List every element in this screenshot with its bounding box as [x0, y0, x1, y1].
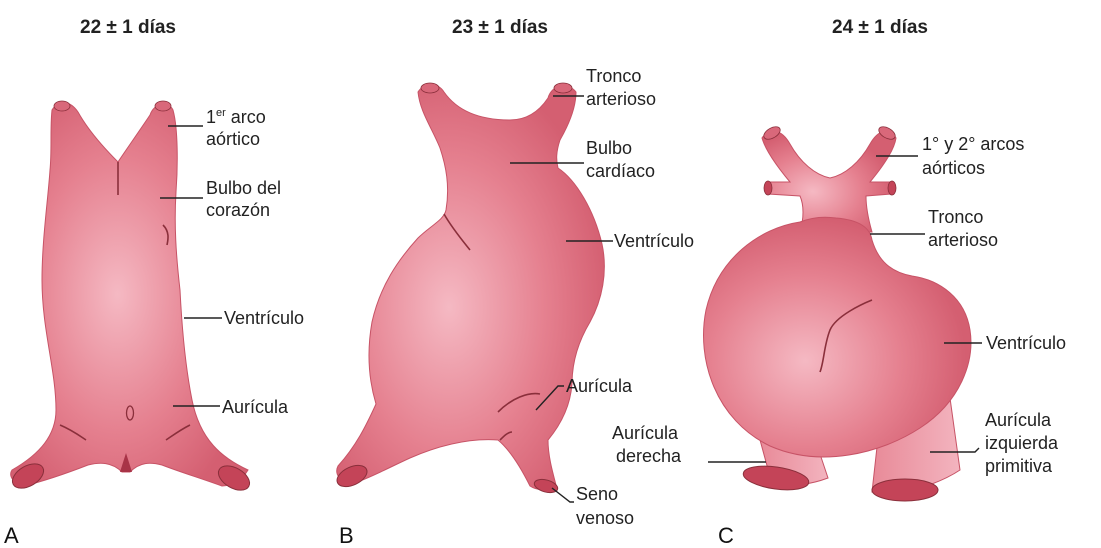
panel-b-letter: B	[339, 523, 354, 548]
heart-tube-c	[704, 124, 971, 501]
label-a-bulb-line1: Bulbo del	[206, 178, 281, 198]
label-c-ventricle: Ventrículo	[986, 333, 1066, 353]
label-b-ventricle: Ventrículo	[614, 231, 694, 251]
heart-tube-a	[8, 101, 253, 495]
label-a-atrium: Aurícula	[222, 397, 289, 417]
label-b-right-atrium-line1: Aurícula	[612, 423, 679, 443]
label-b-sinus-line1: Seno	[576, 484, 618, 504]
label-b-atrium: Aurícula	[566, 376, 633, 396]
label-b-bulb-line1: Bulbo	[586, 138, 632, 158]
heart-tube-c-arch-end-lr	[888, 181, 896, 195]
label-c-arches-line2: aórticos	[922, 158, 985, 178]
label-b-bulb-line2: cardíaco	[586, 161, 655, 181]
heart-tube-c-left-atrium-end	[872, 479, 938, 501]
label-c-left-atrium-line1: Aurícula	[985, 410, 1052, 430]
panel-c-letter: C	[718, 523, 734, 548]
heart-tube-a-arch-left-end	[54, 101, 70, 111]
panel-c-title: 24 ± 1 días	[832, 17, 928, 38]
label-b-truncus-line1: Tronco	[586, 66, 641, 86]
heart-tube-a-arch-right-end	[155, 101, 171, 111]
panel-a-title: 22 ± 1 días	[80, 17, 176, 38]
panel-a-letter: A	[4, 523, 19, 548]
heart-tube-a-body	[11, 103, 248, 486]
heart-tube-b-arch-left-end	[421, 83, 439, 93]
label-b-truncus-line2: arterioso	[586, 89, 656, 109]
heart-tube-b	[334, 83, 605, 495]
heart-tube-b-arch-right-end	[554, 83, 572, 93]
panel-a: 22 ± 1 días 1er arco aórtico Bulbo del c…	[4, 17, 304, 548]
label-a-ventricle: Ventrículo	[224, 308, 304, 328]
label-c-truncus-line1: Tronco	[928, 207, 983, 227]
heart-tube-b-body	[337, 85, 605, 490]
label-a-bulb-line2: corazón	[206, 200, 270, 220]
label-c-truncus-line2: arterioso	[928, 230, 998, 250]
label-c-arches-line1: 1° y 2° arcos	[922, 134, 1024, 154]
label-a-arch-line1: 1er arco	[206, 107, 266, 127]
label-c-left-atrium-line2: izquierda	[985, 433, 1059, 453]
label-c-left-atrium-line3: primitiva	[985, 456, 1053, 476]
heart-tube-c-arch-end-ll	[764, 181, 772, 195]
label-a-arch-line2: aórtico	[206, 129, 260, 149]
panel-b: 23 ± 1 días Tronco arterioso Bulbo cardí…	[334, 17, 694, 548]
panel-b-title: 23 ± 1 días	[452, 17, 548, 38]
label-b-right-atrium-line2: derecha	[616, 446, 682, 466]
panel-c: 24 ± 1 días 1° y 2° arcos aórticos Tronc…	[612, 17, 1066, 548]
leader-b-sinus	[552, 488, 574, 502]
label-b-sinus-line2: venoso	[576, 508, 634, 528]
